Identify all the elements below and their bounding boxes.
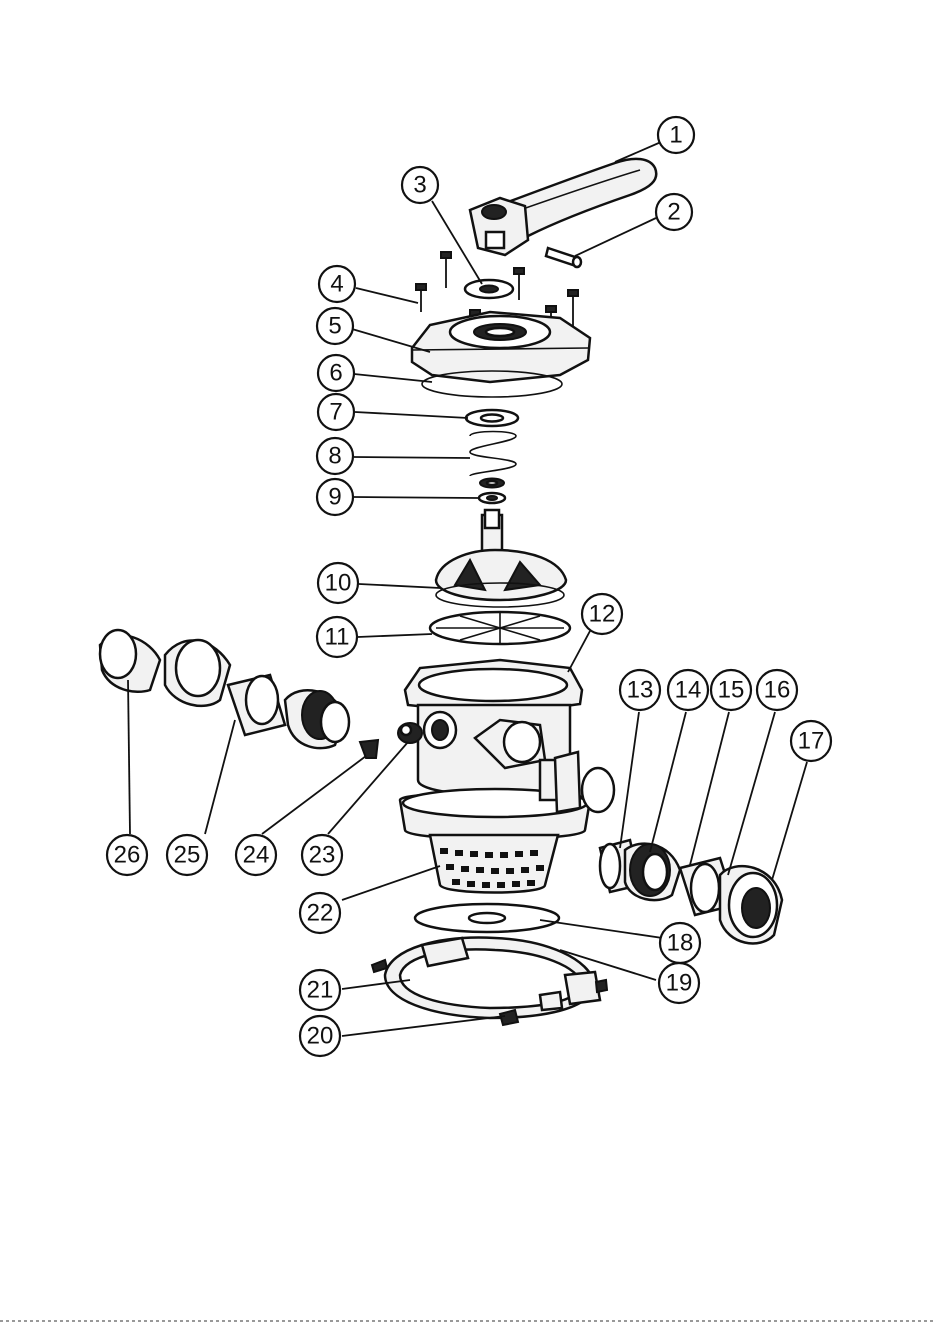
svg-text:26: 26 [114, 842, 141, 869]
part-clamp-ring [385, 938, 600, 1018]
callout-17: 17 [791, 721, 831, 761]
callout-11: 11 [317, 617, 357, 657]
callout-16: 16 [757, 670, 797, 710]
svg-text:13: 13 [627, 677, 654, 704]
svg-text:9: 9 [328, 484, 341, 511]
part-spring [470, 432, 516, 477]
svg-text:18: 18 [667, 930, 694, 957]
callout-5: 5 [317, 308, 353, 344]
svg-text:21: 21 [307, 977, 334, 1004]
callout-21: 21 [300, 970, 340, 1010]
part-rotor [436, 510, 566, 607]
callout-18: 18 [660, 923, 700, 963]
svg-text:14: 14 [675, 677, 702, 704]
callout-26: 26 [107, 835, 147, 875]
callout-6: 6 [318, 355, 354, 391]
part-handle [470, 159, 656, 255]
callout-7: 7 [318, 394, 354, 430]
svg-text:1: 1 [669, 122, 682, 149]
svg-text:25: 25 [174, 842, 201, 869]
callout-9: 9 [317, 479, 353, 515]
callout-24: 24 [236, 835, 276, 875]
callout-22: 22 [300, 893, 340, 933]
part-base-gasket [415, 904, 559, 932]
callout-1: 1 [658, 117, 694, 153]
part-left-union [100, 630, 349, 748]
svg-text:15: 15 [718, 677, 745, 704]
callout-3: 3 [402, 167, 438, 203]
callout-10: 10 [318, 563, 358, 603]
callout-4: 4 [319, 266, 355, 302]
svg-text:10: 10 [325, 570, 352, 597]
svg-text:23: 23 [309, 842, 336, 869]
svg-text:11: 11 [325, 624, 350, 651]
svg-text:19: 19 [666, 970, 693, 997]
part-small-washers [479, 479, 505, 504]
part-pin [546, 248, 581, 267]
callout-25: 25 [167, 835, 207, 875]
svg-text:24: 24 [243, 842, 270, 869]
callout-13: 13 [620, 670, 660, 710]
svg-text:22: 22 [307, 900, 334, 927]
svg-text:5: 5 [328, 313, 341, 340]
svg-text:7: 7 [329, 399, 342, 426]
callout-2: 2 [656, 194, 692, 230]
part-rotor-gasket [430, 612, 570, 644]
callout-8: 8 [317, 438, 353, 474]
svg-text:3: 3 [413, 172, 426, 199]
part-plug [360, 740, 378, 758]
callout-23: 23 [302, 835, 342, 875]
svg-text:6: 6 [329, 360, 342, 387]
part-washer [466, 410, 518, 426]
svg-text:12: 12 [589, 601, 616, 628]
part-lateral-basket [430, 835, 558, 893]
part-washer-top [465, 280, 513, 298]
svg-text:2: 2 [667, 199, 680, 226]
callout-15: 15 [711, 670, 751, 710]
callout-14: 14 [668, 670, 708, 710]
svg-text:4: 4 [330, 271, 343, 298]
svg-text:16: 16 [764, 677, 791, 704]
svg-text:17: 17 [798, 728, 825, 755]
callout-19: 19 [659, 963, 699, 1003]
svg-text:20: 20 [307, 1023, 334, 1050]
callout-20: 20 [300, 1016, 340, 1056]
callout-12: 12 [582, 594, 622, 634]
svg-text:8: 8 [328, 443, 341, 470]
part-drain-cap [398, 723, 422, 743]
